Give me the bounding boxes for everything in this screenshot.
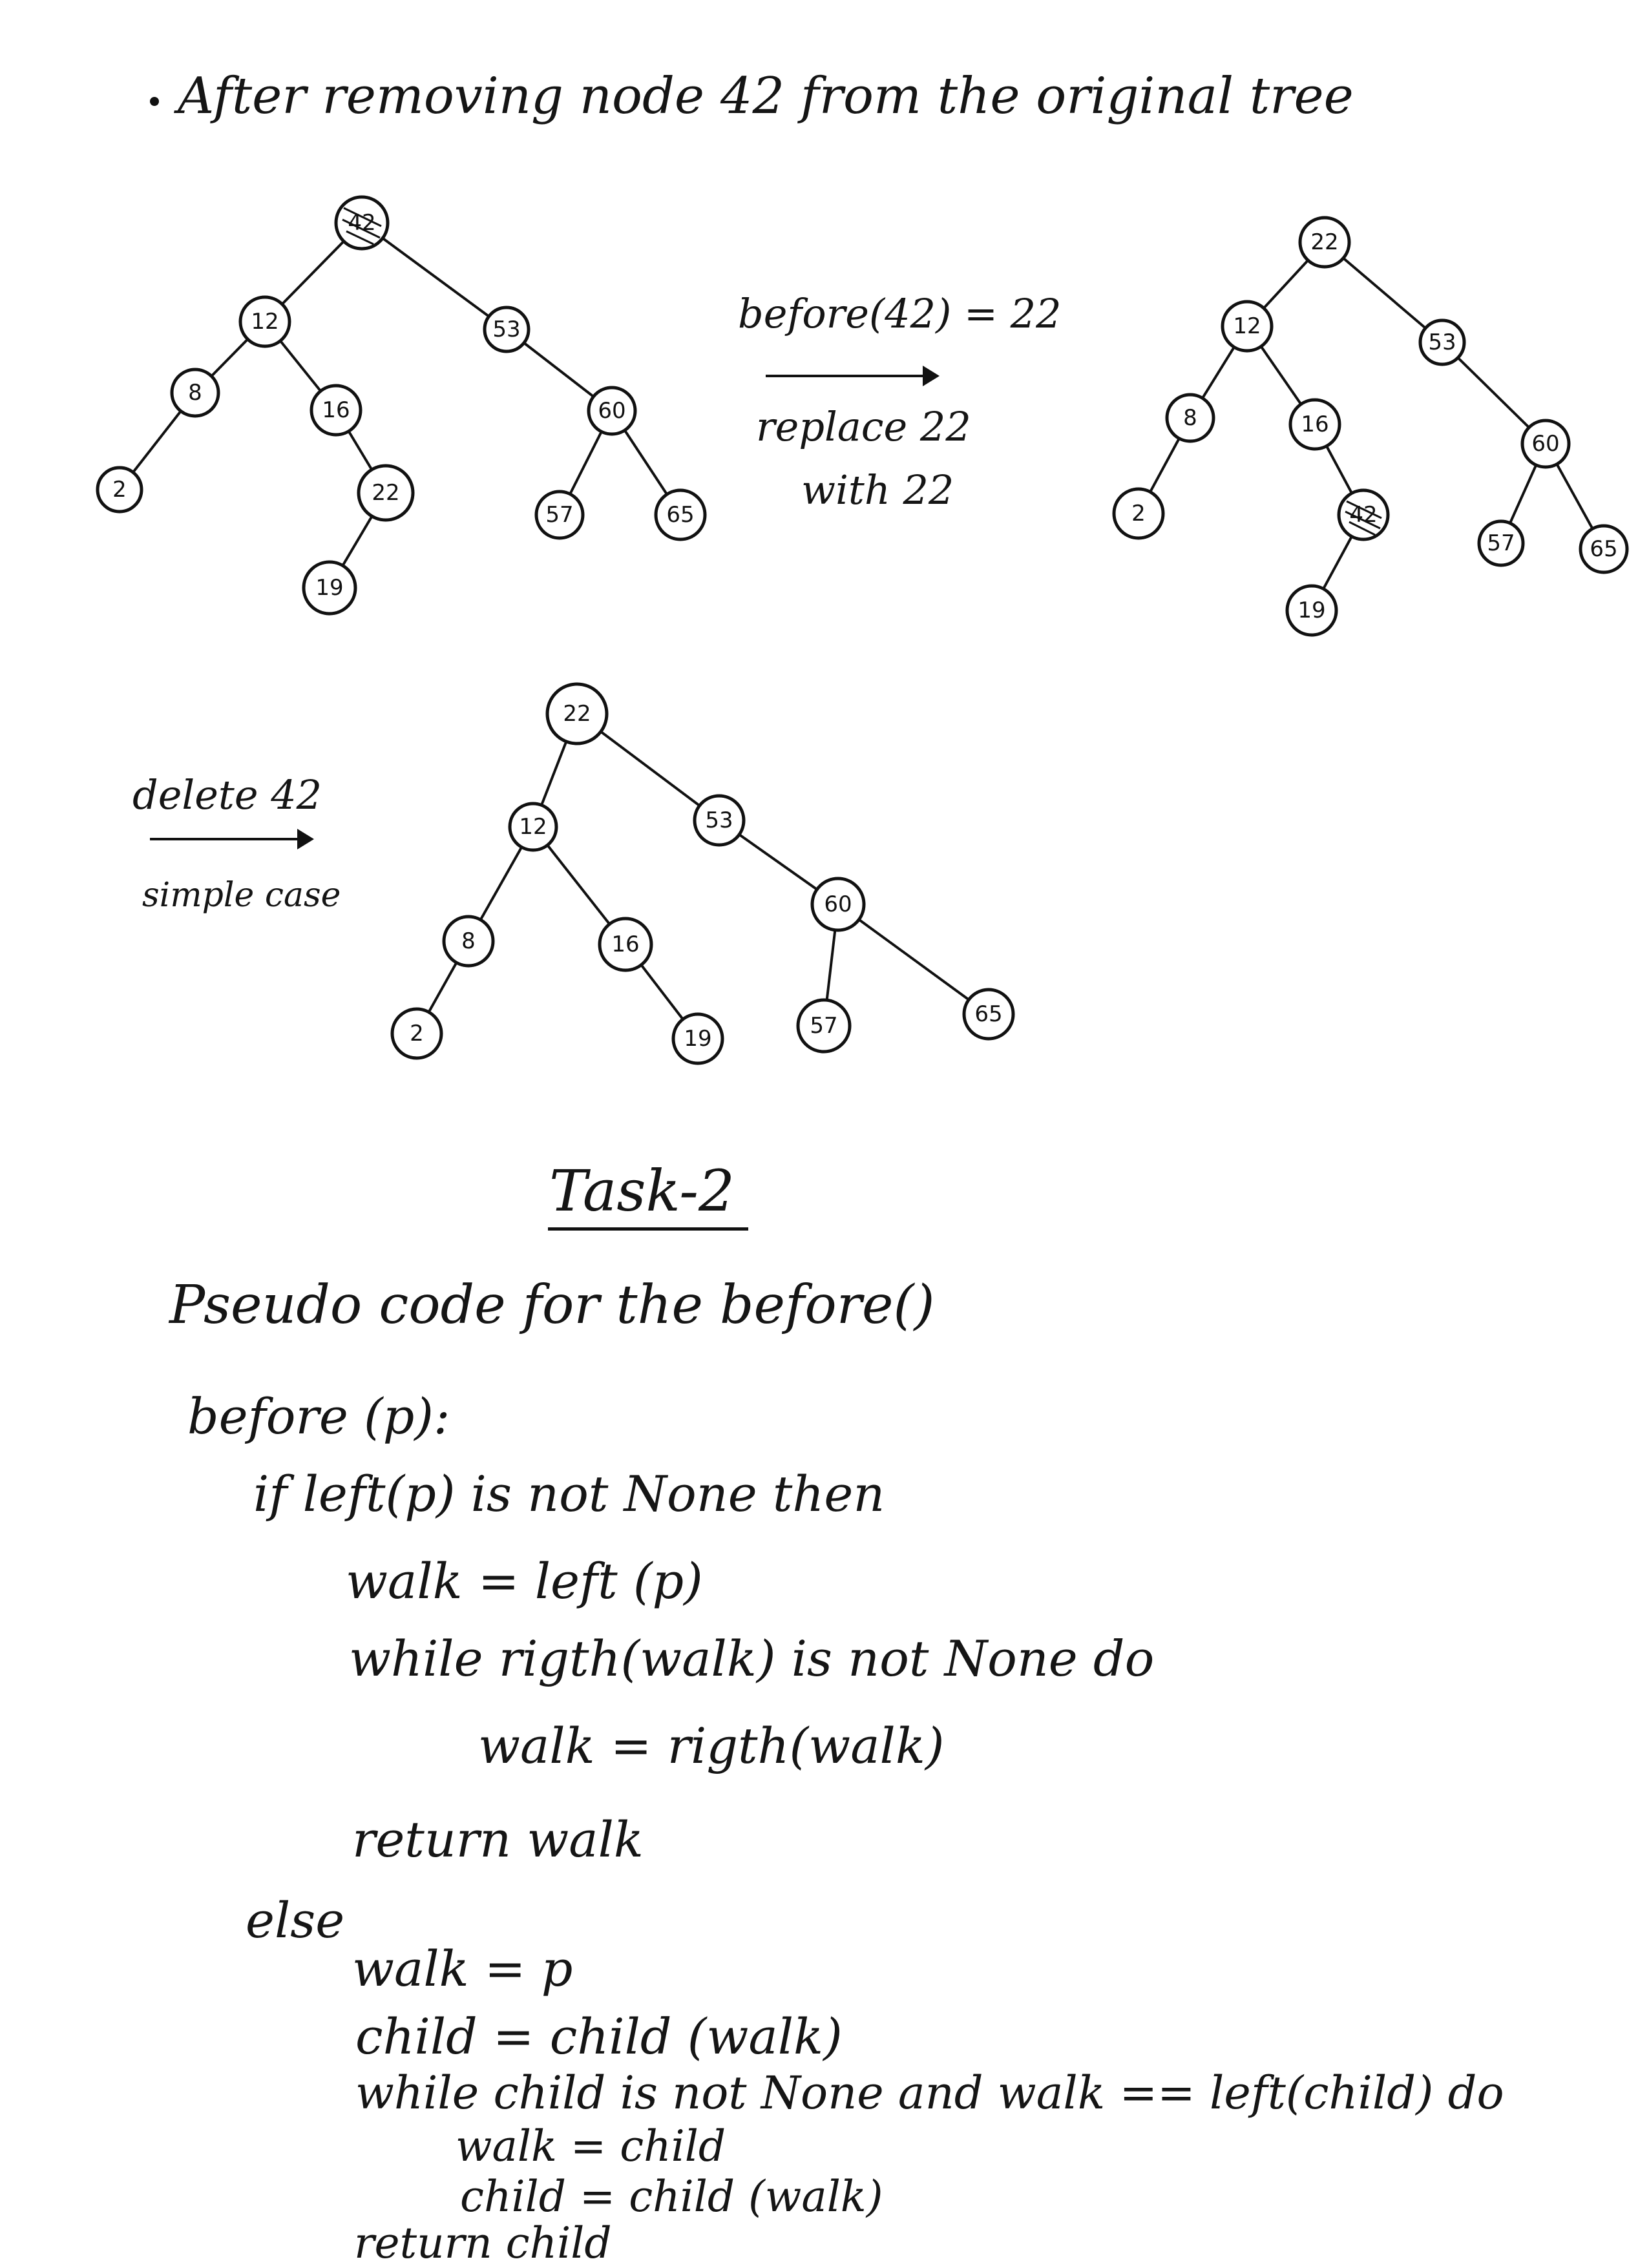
- tree-node: 22: [545, 682, 609, 745]
- svg-text:19: 19: [315, 575, 343, 601]
- tree-node: 65: [654, 488, 707, 541]
- step2-label-below: simple case: [142, 876, 341, 915]
- svg-text:65: 65: [1590, 536, 1617, 562]
- step2-label-above: delete 42: [132, 771, 322, 818]
- svg-text:42: 42: [1349, 502, 1377, 528]
- svg-text:16: 16: [322, 397, 350, 423]
- code-line: return walk: [352, 1811, 644, 1868]
- tree-node: 57: [534, 490, 585, 540]
- step1-arrow: [766, 366, 940, 386]
- header-text: After removing node 42 from the original…: [178, 67, 1354, 125]
- tree-node: 12: [238, 295, 291, 348]
- svg-text:53: 53: [492, 317, 520, 342]
- code-line: while rigth(walk) is not None do: [349, 1630, 1155, 1687]
- code-line: walk = left (p): [346, 1552, 703, 1610]
- step1-label-line2: with 22: [801, 466, 954, 514]
- svg-text:65: 65: [974, 1001, 1002, 1027]
- step2-arrow: [150, 829, 314, 849]
- svg-text:22: 22: [563, 701, 591, 727]
- svg-text:12: 12: [1233, 313, 1261, 339]
- tree-node: 19: [671, 1012, 724, 1065]
- svg-text:2: 2: [112, 477, 127, 503]
- tree-node: 53: [1418, 318, 1466, 366]
- bullet-dot: [150, 97, 159, 106]
- tree-node: 60: [587, 386, 637, 436]
- svg-text:19: 19: [1297, 598, 1325, 623]
- svg-text:60: 60: [598, 398, 625, 424]
- svg-text:57: 57: [810, 1013, 837, 1039]
- code-line: child = child (walk): [355, 2008, 843, 2065]
- tree-node: 60: [810, 877, 866, 932]
- svg-text:57: 57: [545, 502, 573, 528]
- tree-node: 57: [796, 998, 852, 1054]
- svg-text:16: 16: [1301, 411, 1329, 437]
- tree-node: 8: [442, 915, 495, 968]
- task-subtitle: Pseudo code for the before(): [169, 1274, 935, 1336]
- svg-text:8: 8: [461, 928, 476, 954]
- code-line: before (p):: [187, 1388, 450, 1445]
- step1-label-above: before(42) = 22: [738, 290, 1062, 337]
- task-title-underline: [548, 1227, 748, 1231]
- svg-text:65: 65: [666, 502, 694, 528]
- svg-text:53: 53: [705, 807, 733, 833]
- svg-text:16: 16: [611, 931, 639, 957]
- svg-text:53: 53: [1428, 329, 1456, 355]
- tree-node: 8: [1165, 393, 1215, 443]
- tree-node: 42: [1337, 488, 1390, 541]
- svg-text:8: 8: [188, 380, 202, 406]
- svg-text:8: 8: [1183, 405, 1197, 431]
- tree-node: 60: [1520, 419, 1571, 469]
- code-line: child = child (walk): [460, 2172, 883, 2221]
- tree-node: 12: [1221, 300, 1274, 353]
- svg-text:60: 60: [824, 891, 852, 917]
- tree-node: 8: [170, 368, 220, 418]
- code-line: walk = child: [456, 2121, 726, 2171]
- svg-text:2: 2: [410, 1021, 424, 1046]
- tree-node: 16: [310, 384, 362, 437]
- tree-node: 19: [302, 560, 357, 616]
- tree-node: 16: [598, 917, 653, 972]
- svg-text:12: 12: [251, 309, 278, 335]
- tree-node: 22: [357, 464, 415, 522]
- tree-node: 2: [1112, 487, 1165, 540]
- tree-node: 42: [334, 195, 390, 251]
- svg-text:22: 22: [372, 480, 399, 506]
- code-line: walk = rigth(walk): [478, 1717, 945, 1774]
- code-line: if left(p) is not None then: [253, 1465, 885, 1523]
- tree-node: 65: [962, 988, 1015, 1041]
- tree-node: 53: [483, 306, 530, 353]
- svg-text:2: 2: [1131, 501, 1146, 526]
- svg-text:19: 19: [684, 1026, 711, 1052]
- svg-text:12: 12: [519, 814, 547, 840]
- svg-text:42: 42: [348, 210, 375, 236]
- tree-node: 16: [1288, 398, 1341, 451]
- code-line: return child: [354, 2218, 612, 2268]
- tree-node: 12: [508, 802, 558, 852]
- tree-node: 2: [96, 466, 143, 514]
- svg-text:57: 57: [1487, 530, 1515, 556]
- tree-node: 53: [693, 794, 746, 847]
- tree-node: 22: [1298, 216, 1351, 269]
- step1-label-line1: replace 22: [756, 403, 971, 450]
- tree-node: 19: [1285, 584, 1338, 637]
- tree-node: 2: [390, 1007, 443, 1060]
- tree-node: 65: [1579, 524, 1629, 574]
- code-line: else: [246, 1891, 345, 1949]
- svg-text:60: 60: [1531, 431, 1559, 457]
- svg-text:22: 22: [1310, 229, 1338, 255]
- code-line: walk = p: [352, 1940, 573, 1997]
- tree-node: 57: [1477, 519, 1525, 567]
- code-line: while child is not None and walk == left…: [355, 2066, 1504, 2119]
- task-title: Task-2: [549, 1158, 735, 1224]
